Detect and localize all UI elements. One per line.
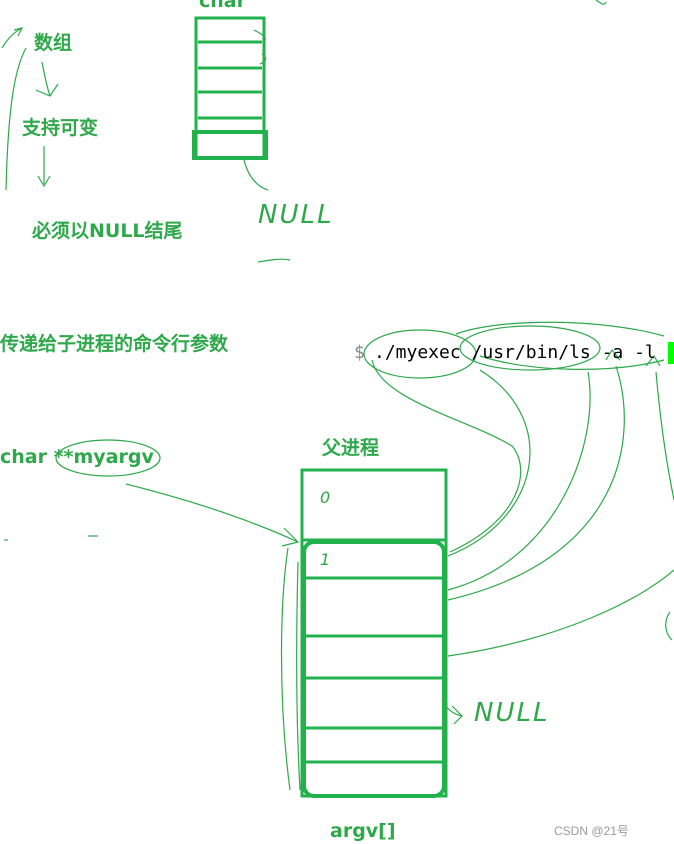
argv-label: argv[]	[330, 820, 396, 842]
null-handwritten-bottom: NULL	[474, 698, 550, 728]
terminal-cursor	[668, 342, 674, 364]
zero-handwritten: 0	[320, 488, 331, 507]
watermark: CSDN @21号	[554, 824, 629, 838]
command-curves	[363, 321, 674, 657]
top-hand-arrows	[1, 0, 607, 263]
argv-array-box	[300, 468, 448, 798]
char-ptr-label: char **myargv	[0, 446, 154, 468]
char-array-box	[192, 16, 268, 160]
myargv-pointer-arrow	[55, 439, 300, 547]
variable-label: 支持可变	[22, 117, 99, 139]
args-label: 传递给子进程的命令行参数	[0, 333, 229, 355]
command-prompt: $	[354, 342, 365, 363]
null-end-label: 必须以NULL结尾	[32, 220, 183, 242]
array-label: 数组	[34, 32, 73, 54]
parent-process-label: 父进程	[322, 437, 380, 459]
command-text: ./myexec /usr/bin/ls -a -l	[374, 342, 656, 363]
null-handwritten-top: NULL	[258, 200, 334, 230]
char-label: char	[199, 0, 246, 12]
argv-side-strokes	[4, 535, 463, 791]
one-handwritten: 1	[320, 550, 331, 569]
